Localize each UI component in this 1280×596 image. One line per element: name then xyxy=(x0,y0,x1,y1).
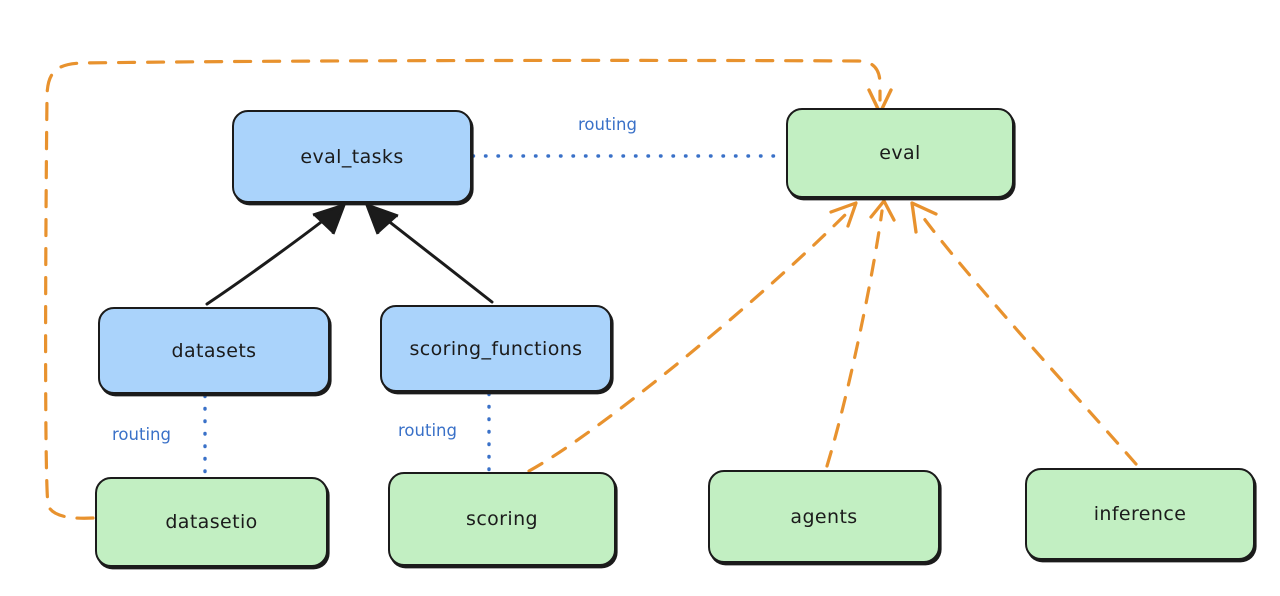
node-agents[interactable]: agents xyxy=(708,470,940,563)
node-datasets[interactable]: datasets xyxy=(98,307,330,394)
edge-label-routing-scoring-functions: routing xyxy=(398,421,457,440)
edge-datasets-to-eval_tasks xyxy=(205,203,346,306)
node-label-inference: inference xyxy=(1093,503,1187,525)
node-inference[interactable]: inference xyxy=(1025,468,1255,560)
node-label-eval-tasks: eval_tasks xyxy=(300,145,404,168)
edge-label-routing-datasets: routing xyxy=(112,425,171,444)
node-datasetio[interactable]: datasetio xyxy=(95,477,328,567)
node-eval[interactable]: eval xyxy=(786,108,1014,198)
node-label-scoring: scoring xyxy=(466,508,538,530)
node-label-agents: agents xyxy=(790,505,858,528)
node-scoring-functions[interactable]: scoring_functions xyxy=(380,305,612,392)
edge-label-routing-eval-tasks: routing xyxy=(578,115,637,134)
edge-inference-to-eval xyxy=(910,201,1138,466)
node-label-scoring-functions: scoring_functions xyxy=(409,337,583,360)
edge-scoring-to-eval xyxy=(527,201,858,473)
edge-scoring_functions-to-eval_tasks xyxy=(365,203,494,304)
node-scoring[interactable]: scoring xyxy=(388,472,616,566)
node-label-datasets: datasets xyxy=(171,339,257,362)
edge-agents-to-eval xyxy=(825,199,896,468)
node-label-eval: eval xyxy=(879,142,921,164)
node-eval-tasks[interactable]: eval_tasks xyxy=(232,110,472,203)
node-label-datasetio: datasetio xyxy=(165,511,258,533)
